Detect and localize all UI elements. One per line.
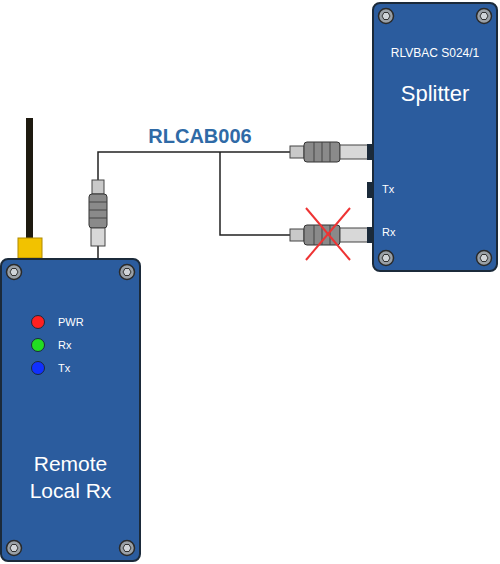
- screw: [477, 9, 492, 24]
- port-label: Rx: [382, 226, 395, 238]
- led-label: PWR: [58, 316, 84, 328]
- screw-hex: [123, 545, 131, 552]
- screw-hex: [480, 13, 488, 20]
- screw-hex: [123, 269, 131, 276]
- screw: [379, 9, 394, 24]
- screw: [120, 541, 135, 556]
- screw: [477, 251, 492, 266]
- screw-hex: [480, 255, 488, 262]
- port: [367, 227, 373, 243]
- cable-label: RLCAB006: [146, 125, 253, 148]
- led-blue: [32, 362, 45, 375]
- screw-head: [120, 265, 135, 280]
- led-label: Tx: [58, 362, 70, 374]
- cable-branch: [220, 152, 292, 235]
- cable-plug: [89, 180, 107, 246]
- port: [367, 182, 373, 198]
- screw-head: [7, 541, 22, 556]
- screw-hex: [10, 545, 18, 552]
- box-title: Splitter: [376, 80, 494, 109]
- model-label: RLVBAC S024/1: [376, 46, 494, 62]
- screw: [379, 251, 394, 266]
- screw-hex: [382, 13, 390, 20]
- antenna-base: [18, 238, 42, 258]
- cable-plug: [290, 142, 368, 162]
- screw-head: [7, 265, 22, 280]
- screw-head: [379, 9, 394, 24]
- port-label: Tx: [382, 183, 394, 195]
- screw-hex: [10, 269, 18, 276]
- box-title: Remote Local Rx: [11, 450, 131, 505]
- antenna-rod: [26, 118, 33, 240]
- port: [367, 144, 373, 160]
- screw-head: [477, 251, 492, 266]
- cross-mark: [306, 208, 350, 260]
- screw: [7, 265, 22, 280]
- cable: [98, 152, 372, 258]
- screw: [120, 265, 135, 280]
- led-label: Rx: [58, 339, 71, 351]
- led-red: [32, 316, 45, 329]
- screw-head: [477, 9, 492, 24]
- led-green: [32, 339, 45, 352]
- screw-hex: [382, 255, 390, 262]
- screw-head: [120, 541, 135, 556]
- screw-head: [379, 251, 394, 266]
- receiver-box: Remote Local Rx: [0, 258, 141, 562]
- box-decor: [2, 260, 139, 560]
- screw: [7, 541, 22, 556]
